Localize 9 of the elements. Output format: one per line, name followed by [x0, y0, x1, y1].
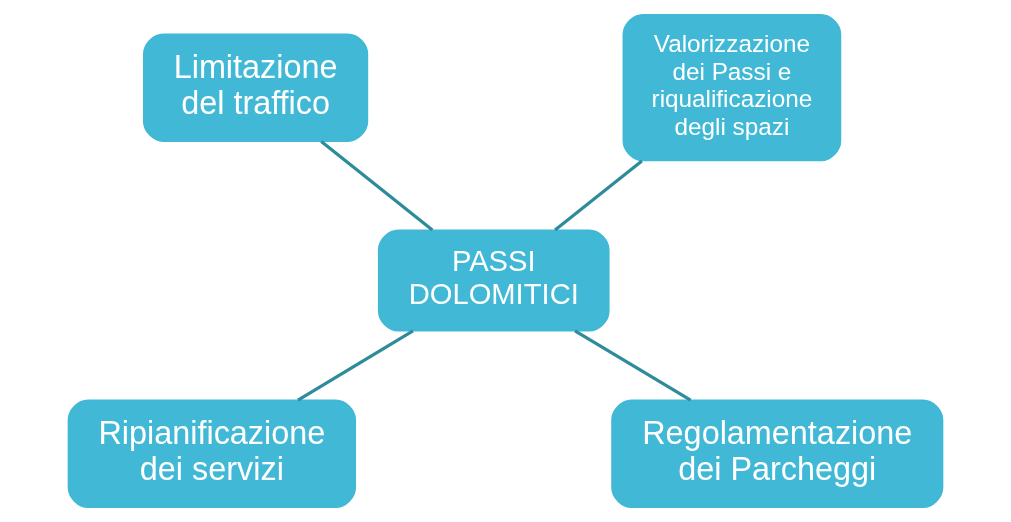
node-box: Ripianificazione dei servizi — [67, 399, 357, 509]
connector — [554, 159, 643, 232]
node-box: Regolamentazione dei Parcheggi — [611, 399, 944, 509]
connector — [320, 140, 434, 232]
connector — [574, 329, 692, 402]
node-box: Limitazione del traffico — [143, 33, 369, 142]
node-box: Valorizzazione dei Passi e riqualificazione degli spazi — [622, 13, 842, 162]
connector — [297, 329, 414, 402]
node-box: PASSI DOLOMITICI — [377, 229, 610, 332]
